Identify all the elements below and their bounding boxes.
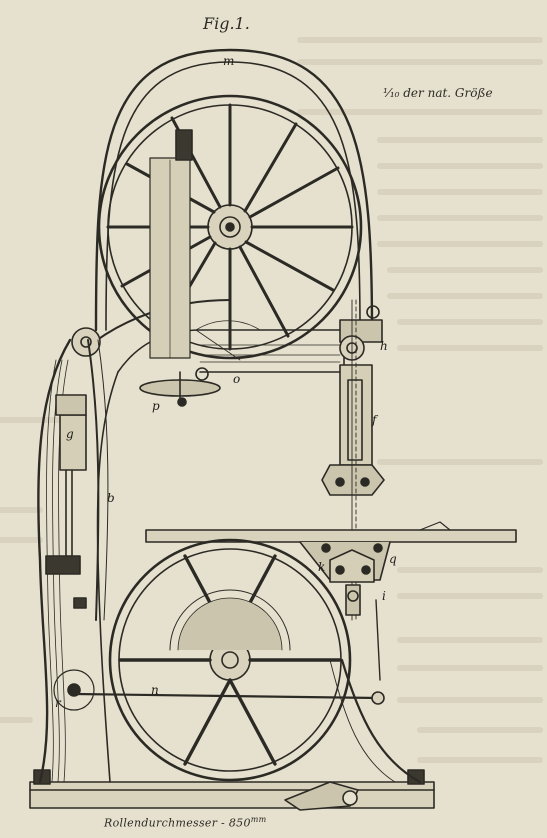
part-label-k: k <box>318 560 326 574</box>
part-label-b: b <box>107 491 115 505</box>
lower-wheel <box>108 538 352 782</box>
upper-blade-guide <box>321 305 385 496</box>
part-label-p: p <box>152 399 160 413</box>
part-label-m: m <box>223 54 235 68</box>
pedal-rod <box>74 691 385 705</box>
saw-table <box>145 521 517 681</box>
part-label-q: q <box>389 552 397 566</box>
figure-title: Fig.1. <box>203 14 250 33</box>
scale-note: ¹⁄₁₀ der nat. Größe <box>383 86 493 100</box>
part-label-i: i <box>382 589 386 603</box>
part-label-h: h <box>380 339 388 353</box>
caption-text: Rollendurchmesser - 850 <box>104 816 251 830</box>
part-label-r: r <box>55 696 61 710</box>
left-tension-assembly <box>45 327 109 711</box>
part-label-g: g <box>66 427 74 441</box>
part-label-o: o <box>233 372 241 386</box>
tension-handwheel <box>139 320 261 407</box>
upper-arm <box>83 48 374 373</box>
part-label-n: n <box>151 683 159 697</box>
part-label-f: f <box>372 413 377 427</box>
machine-base <box>29 769 435 811</box>
upper-guide-slide <box>149 129 193 359</box>
figure-caption: Rollendurchmesser - 850mm <box>104 815 267 830</box>
caption-unit: mm <box>250 815 267 824</box>
upper-wheel <box>97 94 363 360</box>
